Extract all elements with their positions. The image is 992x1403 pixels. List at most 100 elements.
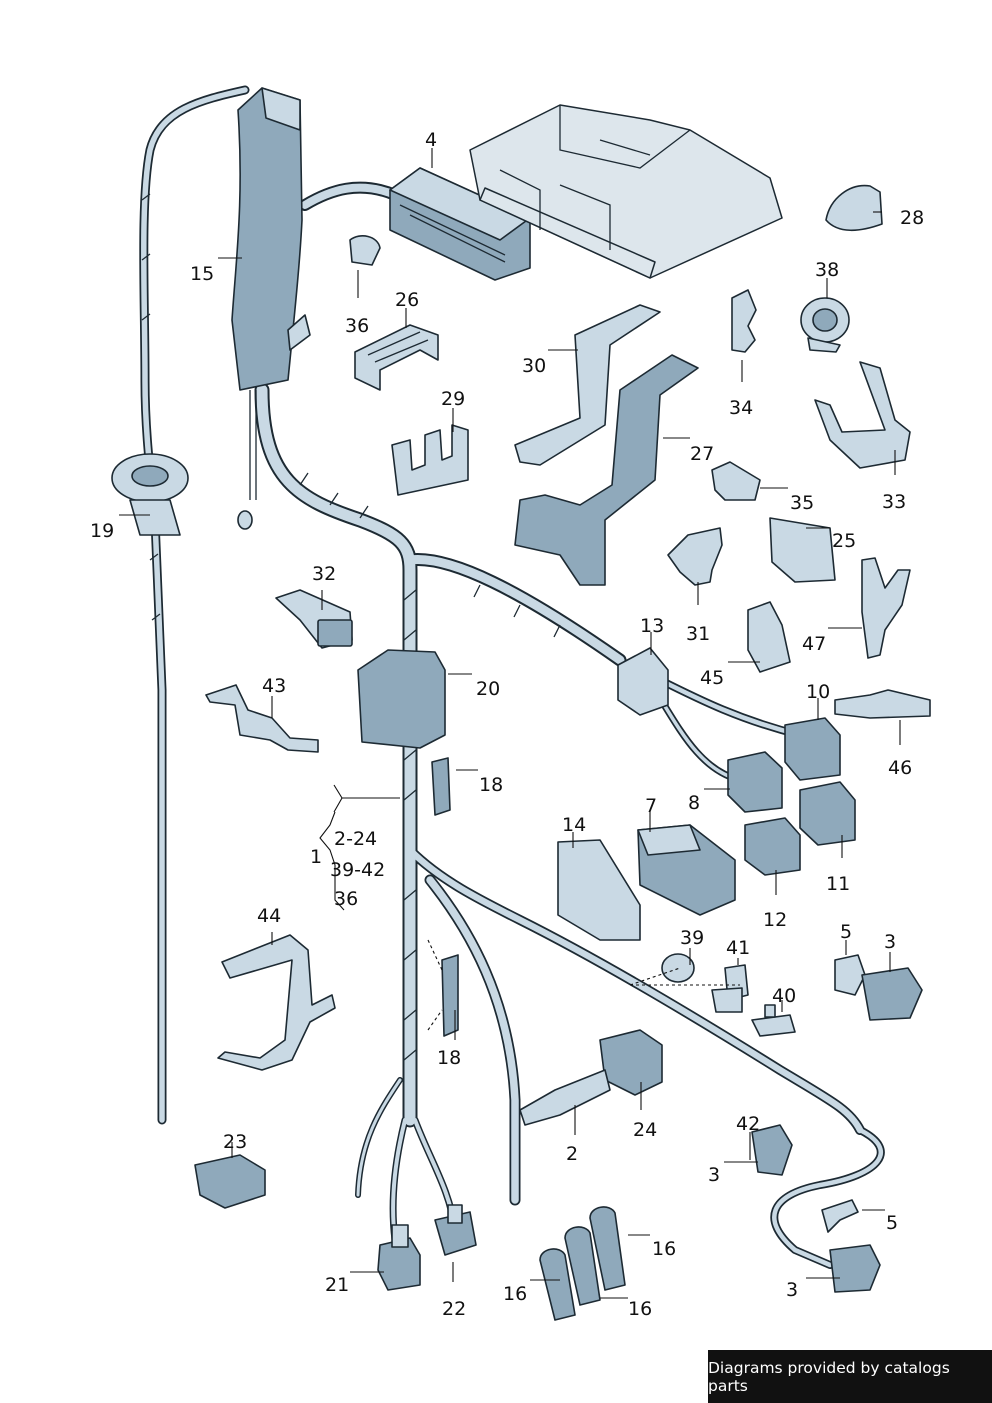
callout-47: 47 — [802, 633, 826, 655]
part-11-connector — [799, 781, 856, 846]
callout-35: 35 — [790, 492, 814, 514]
callout-13: 13 — [640, 615, 664, 637]
part-31-clip — [667, 527, 723, 586]
callout-18-lower: 18 — [437, 1047, 461, 1069]
callout-20: 20 — [476, 678, 500, 700]
part-44-bracket — [217, 934, 336, 1071]
part-23-connector — [194, 1154, 266, 1209]
part-39-grommet — [661, 953, 695, 983]
part-8-connector — [727, 751, 783, 813]
callout-45: 45 — [700, 667, 724, 689]
callout-34: 34 — [729, 397, 753, 419]
part-41-clip — [711, 964, 749, 1013]
part-43-bracket — [205, 684, 319, 753]
callout-19: 19 — [90, 520, 114, 542]
part-19-grommet — [111, 453, 189, 536]
callout-16-right: 16 — [652, 1238, 676, 1260]
callout-3-upper: 3 — [884, 931, 896, 953]
part-47-bracket — [861, 557, 911, 659]
attribution-text: Diagrams provided by catalogs parts — [708, 1358, 950, 1395]
part-26-bracket — [354, 324, 439, 391]
callout-12: 12 — [763, 909, 787, 931]
callout-30: 30 — [522, 355, 546, 377]
part-5-clip-upper — [834, 954, 866, 996]
callout-21: 21 — [325, 1274, 349, 1296]
part-28-cap — [825, 184, 883, 232]
part-33-bracket — [814, 361, 911, 469]
callout-7: 7 — [645, 795, 657, 817]
callout-28: 28 — [900, 207, 924, 229]
part-12-connector — [744, 817, 801, 876]
callout-5-lower: 5 — [886, 1212, 898, 1234]
part-29-bracket — [391, 424, 469, 496]
callout-8: 8 — [688, 792, 700, 814]
callout-36: 36 — [345, 315, 369, 337]
part-14-mounting-plate — [557, 839, 641, 941]
part-16-plug-cap-b — [564, 1226, 601, 1306]
callout-29: 29 — [441, 388, 465, 410]
leader-lines — [119, 148, 901, 1299]
callout-31: 31 — [686, 623, 710, 645]
callout-44: 44 — [257, 905, 281, 927]
part-34-clip — [731, 289, 757, 353]
part-15-wiring-duct — [231, 87, 311, 530]
part-2-boot — [519, 1069, 611, 1126]
part-5-clip-lower — [821, 1199, 859, 1233]
callout-16-left: 16 — [503, 1283, 527, 1305]
part-40-clip — [751, 1004, 796, 1037]
part-27-cable-channel — [514, 354, 699, 586]
callout-22: 22 — [442, 1298, 466, 1320]
part-38-ring — [800, 297, 850, 353]
part-22-sensor — [434, 1204, 477, 1256]
part-7-connector-block — [637, 824, 736, 916]
callout-15: 15 — [190, 263, 214, 285]
callout-3-lower: 3 — [786, 1279, 798, 1301]
callout-5-upper: 5 — [840, 921, 852, 943]
callout-27: 27 — [690, 443, 714, 465]
part-30-cable-channel — [514, 304, 661, 466]
part-18-holder-lower — [441, 954, 459, 1037]
callout-38: 38 — [815, 259, 839, 281]
callout-1-range-b: 39-42 — [330, 859, 385, 881]
part-3-connector-middle — [751, 1124, 793, 1176]
attribution-badge: Diagrams provided by catalogs parts — [708, 1350, 992, 1403]
callout-26: 26 — [395, 289, 419, 311]
part-10-connector — [784, 717, 841, 781]
callout-23: 23 — [223, 1131, 247, 1153]
callout-16-bottom: 16 — [628, 1298, 652, 1320]
callout-43: 43 — [262, 675, 286, 697]
part-46-bracket — [834, 689, 931, 719]
callout-25: 25 — [832, 530, 856, 552]
callout-4: 4 — [425, 129, 437, 151]
part-35-clip — [711, 461, 761, 501]
part-4-control-unit-connector — [349, 167, 531, 281]
part-3-connector-lower — [829, 1244, 881, 1293]
callout-32: 32 — [312, 563, 336, 585]
engine-control-unit — [469, 104, 783, 279]
callout-1: 1 — [310, 846, 322, 868]
callout-14: 14 — [562, 814, 586, 836]
callout-1-range-a: 2-24 — [334, 828, 377, 850]
part-13-grommet — [617, 647, 669, 716]
callout-40: 40 — [772, 985, 796, 1007]
part-25-bracket — [769, 517, 836, 583]
part-16-plug-cap-a — [539, 1248, 576, 1321]
callout-39: 39 — [680, 927, 704, 949]
callout-42: 42 — [736, 1113, 760, 1135]
callout-11: 11 — [826, 873, 850, 895]
callout-24: 24 — [633, 1119, 657, 1141]
callout-1-range-c: 36 — [334, 888, 358, 910]
callout-labels: 4 15 36 26 29 30 27 28 38 34 33 35 25 31… — [90, 129, 924, 1320]
part-21-sensor — [377, 1224, 421, 1291]
callout-33: 33 — [882, 491, 906, 513]
part-18-holder-upper — [431, 757, 451, 816]
part-3-connector-upper — [861, 967, 923, 1021]
part-20-grommet — [357, 649, 446, 749]
callout-3-middle: 3 — [708, 1164, 720, 1186]
callout-10: 10 — [806, 681, 830, 703]
part-45-clip — [747, 601, 791, 673]
callout-41: 41 — [726, 937, 750, 959]
callout-46: 46 — [888, 757, 912, 779]
callout-2: 2 — [566, 1143, 578, 1165]
